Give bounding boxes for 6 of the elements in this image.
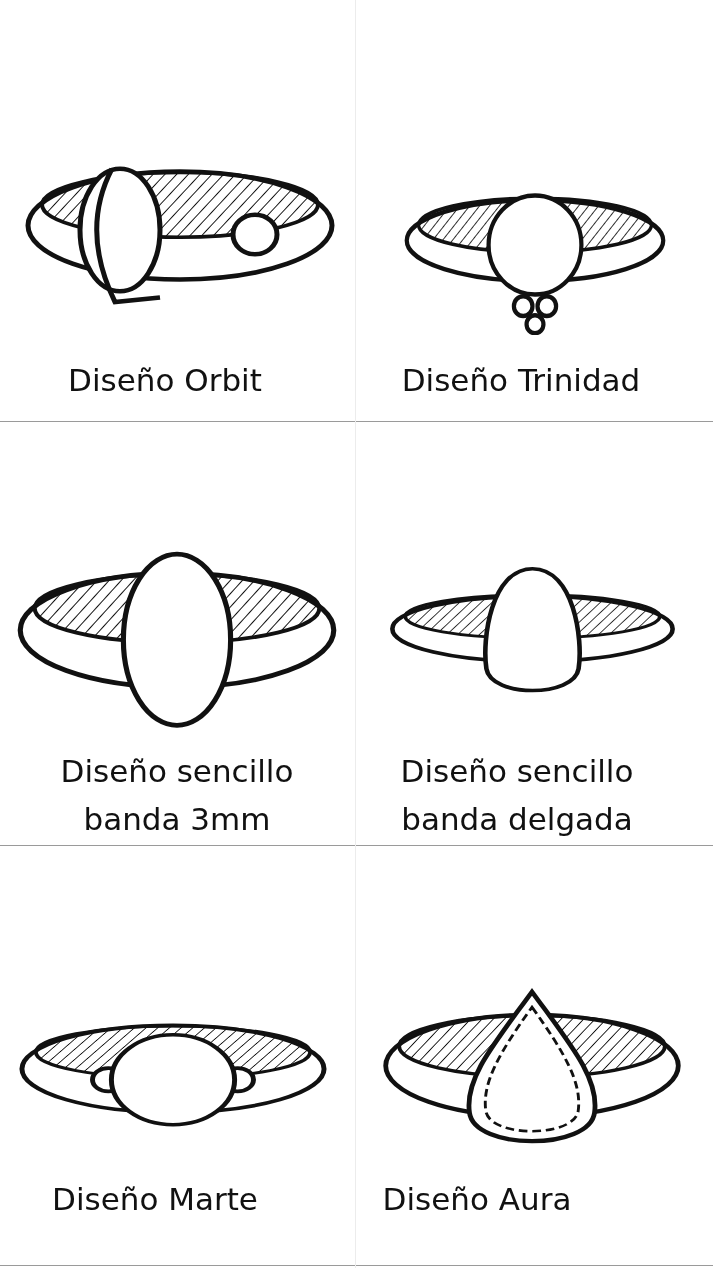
design-caption: Diseño Aura: [381, 1180, 573, 1219]
design-caption: Diseño Marte: [51, 1180, 259, 1219]
design-caption: Diseño Trinidad: [400, 361, 642, 400]
design-caption: Diseño sencillo banda 3mm: [59, 752, 295, 839]
design-caption: Diseño sencillo banda delgada: [399, 752, 635, 839]
design-caption: Diseño Orbit: [67, 361, 263, 400]
